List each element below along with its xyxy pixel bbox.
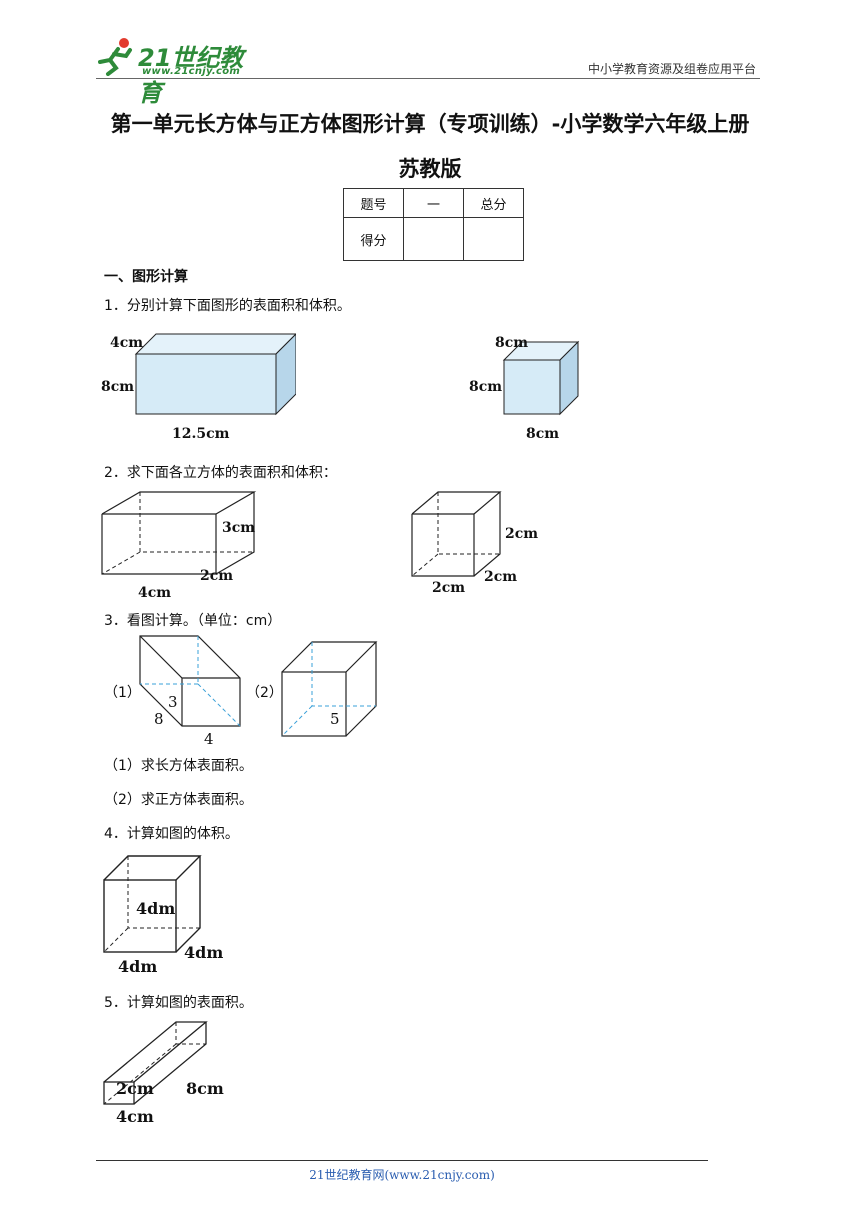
page-title: 第一单元长方体与正方体图形计算（专项训练）-小学数学六年级上册 [110,112,750,136]
q1a-length-label: 12.5cm [172,426,230,442]
logo-url: www.21cnjy.com [142,66,241,77]
q3-fig2-label-5: 5 [330,710,340,728]
question-3-text: 3．看图计算。（单位：cm） [104,613,282,629]
q4-figure: 4dm 4dm 4dm [103,855,223,976]
score-table-cell: 题号 [343,188,404,218]
q2a-length-label: 4cm [138,585,171,600]
section-heading: 一、图形计算 [104,269,188,285]
score-table-cell: 得分 [343,217,404,261]
question-4-text: 4．计算如图的体积。 [104,826,239,842]
header-divider [96,78,760,79]
q2b-length-label: 2cm [432,580,465,596]
q5-width-label: 4cm [116,1107,154,1126]
question-5-text: 5．计算如图的表面积。 [104,995,253,1011]
logo-text: 21世纪教育 [138,44,244,107]
q2a-width-label: 2cm [200,568,233,584]
q2b-width-label: 2cm [484,569,517,585]
q1-figure-b: 8cm 8cm 8cm [469,335,580,442]
q1b-height-label: 8cm [469,379,502,395]
q5-figure: 2cm 8cm 4cm [103,1021,224,1126]
q2a-height-label: 3cm [222,520,255,536]
score-table: 题号 一 总分 得分 [343,188,524,261]
q3-figure2-label: （2） [246,685,283,701]
question-1-text: 1．分别计算下面图形的表面积和体积。 [104,298,351,314]
footer-link[interactable]: 21世纪教育网(www.21cnjy.com) [309,1168,495,1182]
q5-height-label: 2cm [116,1079,154,1098]
q4-depth-label: 4dm [184,943,223,962]
score-input-cell[interactable] [403,217,464,261]
q3-fig1-label-8: 8 [154,710,164,728]
runner-logo-icon [98,38,132,76]
score-table-cell: 总分 [463,188,524,218]
q3-subquestion-2: （2）求正方体表面积。 [104,792,253,808]
q2-figure-a: 3cm 2cm 4cm [101,491,257,600]
q4-length-label: 4dm [118,957,157,976]
q5-depth-label: 8cm [186,1079,224,1098]
q3-figure-1: 3 8 4 [139,635,241,748]
q3-fig1-label-3: 3 [168,693,178,711]
score-table-cell: 一 [403,188,464,218]
header-platform-text: 中小学教育资源及组卷应用平台 [587,62,756,76]
q1b-depth-label: 8cm [495,335,528,351]
q1a-height-label: 8cm [101,379,134,395]
q1a-depth-label: 4cm [110,335,143,351]
site-logo: 21世纪教育 www.21cnjy.com [96,36,266,107]
q3-fig1-label-4: 4 [204,730,214,748]
page-title-line2: 苏教版 [398,157,462,181]
q1-figure-a: 4cm 8cm 12.5cm [101,333,296,442]
q1b-length-label: 8cm [526,426,559,442]
q3-figure1-label: （1） [104,685,141,701]
footer-divider [96,1160,708,1161]
question-2-text: 2．求下面各立方体的表面积和体积： [104,465,337,481]
q3-subquestion-1: （1）求长方体表面积。 [104,758,253,774]
q2-figure-b: 2cm 2cm 2cm [411,491,538,596]
q4-height-label: 4dm [136,899,175,918]
q2b-height-label: 2cm [505,526,538,542]
q3-figure-2: 5 [281,641,378,737]
total-input-cell[interactable] [463,217,524,261]
